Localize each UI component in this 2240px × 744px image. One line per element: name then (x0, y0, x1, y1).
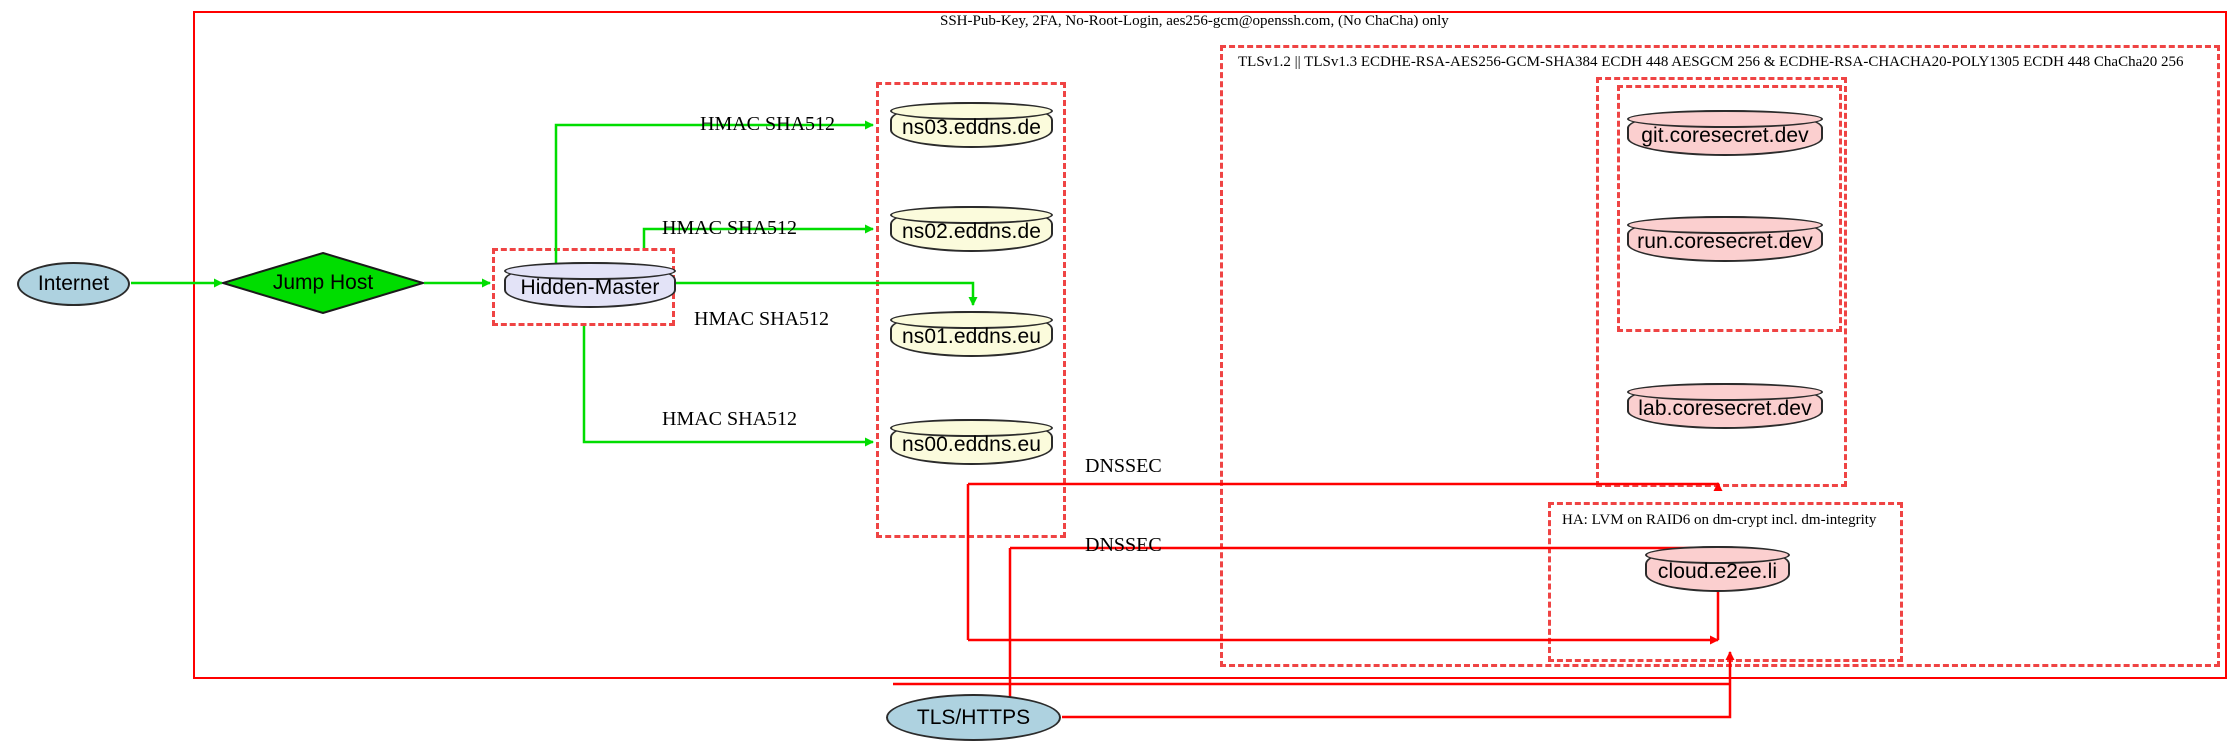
node-tls-https[interactable]: TLS/HTTPS (886, 694, 1061, 741)
edge-label-hmac-ns01: HMAC SHA512 (694, 308, 830, 330)
cylinder-top-ellipse (890, 102, 1053, 120)
cylinder-top-ellipse (890, 206, 1053, 224)
node-jump-host-label: Jump Host (272, 271, 374, 294)
node-ns03[interactable]: ns03.eddns.de (890, 102, 1053, 148)
node-run-coresecret-dev[interactable]: run.coresecret.dev (1627, 216, 1823, 262)
cluster-ssh-boundary-label: SSH-Pub-Key, 2FA, No-Root-Login, aes256-… (940, 13, 1449, 29)
cylinder-top-ellipse (890, 311, 1053, 329)
edge-label-hmac-ns03: HMAC SHA512 (700, 113, 836, 135)
cylinder-top-ellipse (1627, 383, 1823, 401)
node-ns01[interactable]: ns01.eddns.eu (890, 311, 1053, 357)
node-ns02-label: ns02.eddns.de (901, 220, 1042, 243)
node-ns00-label: ns00.eddns.eu (901, 433, 1042, 456)
cluster-app-inner-zone (1617, 85, 1842, 332)
cluster-dns-zone (876, 82, 1066, 538)
node-run-coresecret-dev-label: run.coresecret.dev (1637, 230, 1813, 253)
node-ns03-label: ns03.eddns.de (901, 116, 1042, 139)
node-internet[interactable]: Internet (17, 262, 130, 306)
cluster-ha-boundary-label: HA: LVM on RAID6 on dm-crypt incl. dm-in… (1562, 512, 1877, 528)
node-hidden-master[interactable]: Hidden-Master (504, 262, 676, 308)
node-cloud-e2ee-li[interactable]: cloud.e2ee.li (1645, 546, 1790, 592)
edge-label-hmac-ns02: HMAC SHA512 (662, 217, 798, 239)
node-tls-https-label: TLS/HTTPS (916, 705, 1031, 729)
edge-label-hmac-ns00: HMAC SHA512 (662, 408, 798, 430)
edge-label-dnssec-bottom: DNSSEC (1085, 534, 1162, 556)
cluster-tls-boundary-label: TLSv1.2 || TLSv1.3 ECDHE-RSA-AES256-GCM-… (1238, 54, 2184, 70)
edge-label-dnssec-top: DNSSEC (1085, 455, 1162, 477)
node-internet-label: Internet (37, 272, 110, 295)
node-ns01-label: ns01.eddns.eu (901, 325, 1042, 348)
cylinder-top-ellipse (1645, 546, 1790, 564)
node-ns00[interactable]: ns00.eddns.eu (890, 419, 1053, 465)
node-cloud-e2ee-li-label: cloud.e2ee.li (1657, 560, 1778, 583)
node-ns02[interactable]: ns02.eddns.de (890, 206, 1053, 252)
cylinder-top-ellipse (504, 262, 676, 280)
node-lab-coresecret-dev-label: lab.coresecret.dev (1638, 397, 1812, 420)
cylinder-top-ellipse (890, 419, 1053, 437)
node-jump-host[interactable]: Jump Host (222, 252, 424, 314)
node-git-coresecret-dev[interactable]: git.coresecret.dev (1627, 110, 1823, 156)
node-hidden-master-label: Hidden-Master (520, 276, 660, 299)
cylinder-top-ellipse (1627, 216, 1823, 234)
cylinder-top-ellipse (1627, 110, 1823, 128)
node-git-coresecret-dev-label: git.coresecret.dev (1641, 124, 1809, 147)
node-lab-coresecret-dev[interactable]: lab.coresecret.dev (1627, 383, 1823, 429)
